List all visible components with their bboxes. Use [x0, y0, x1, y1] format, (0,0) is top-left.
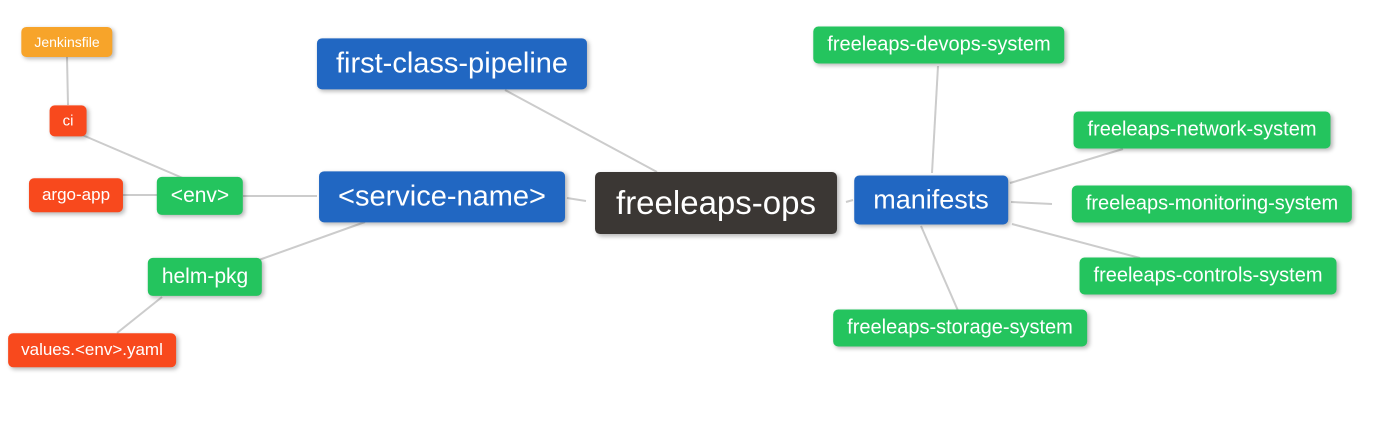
edge-jenkinsfile-to-ci [66, 56, 69, 106]
node-jenkinsfile[interactable]: Jenkinsfile [21, 26, 113, 58]
node-values-env-yaml[interactable]: values.<env>.yaml [8, 333, 176, 367]
edge-manifests-to-freeleaps-storage-system [920, 225, 960, 314]
node-ci[interactable]: ci [49, 105, 87, 137]
edge-freeleaps-ops-to-manifests [845, 199, 854, 203]
node-argo-app[interactable]: argo-app [28, 178, 124, 212]
edge-first-class-pipeline-to-freeleaps-ops [504, 89, 658, 173]
edge-values-env-yaml-to-helm-pkg [116, 296, 163, 334]
node-freeleaps-devops-system[interactable]: freeleaps-devops-system [813, 26, 1065, 64]
node-service-name[interactable]: <service-name> [319, 171, 565, 223]
edge-manifests-to-freeleaps-monitoring-system [1010, 201, 1053, 205]
node-env[interactable]: <env> [156, 176, 244, 216]
edge-manifests-to-freeleaps-devops-system [931, 65, 939, 174]
edge-manifests-to-freeleaps-network-system [1009, 148, 1124, 184]
edge-manifests-to-freeleaps-controls-system [1011, 223, 1141, 259]
node-first-class-pipeline[interactable]: first-class-pipeline [316, 38, 588, 90]
node-freeleaps-ops[interactable]: freeleaps-ops [595, 172, 837, 234]
node-helm-pkg[interactable]: helm-pkg [147, 257, 263, 297]
edge-ci-to-env [79, 133, 186, 180]
node-freeleaps-network-system[interactable]: freeleaps-network-system [1073, 111, 1331, 149]
node-manifests[interactable]: manifests [854, 175, 1008, 225]
node-freeleaps-storage-system[interactable]: freeleaps-storage-system [833, 309, 1087, 347]
node-freeleaps-controls-system[interactable]: freeleaps-controls-system [1079, 257, 1337, 295]
node-freeleaps-monitoring-system[interactable]: freeleaps-monitoring-system [1071, 185, 1353, 223]
edge-helm-pkg-to-service-name [255, 221, 366, 262]
edge-service-name-to-freeleaps-ops [566, 197, 587, 202]
